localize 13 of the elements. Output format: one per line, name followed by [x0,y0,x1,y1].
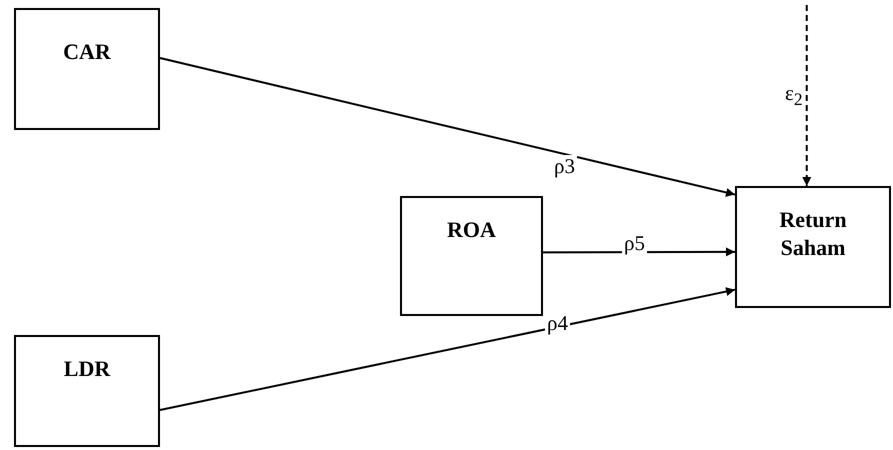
variable-box [400,196,543,316]
edge-label: ρ3 [552,155,577,178]
arrow [543,247,735,256]
variable-name: CAR [62,38,112,66]
variable-name: Return Saham [778,206,848,261]
variable-name: ROA [446,216,497,244]
variable-name: LDR [62,355,112,382]
variable-box [14,335,160,447]
arrow [160,287,736,412]
variable-box [735,186,891,308]
arrow [802,5,812,186]
variable-box [14,8,160,130]
arrow [160,57,736,197]
